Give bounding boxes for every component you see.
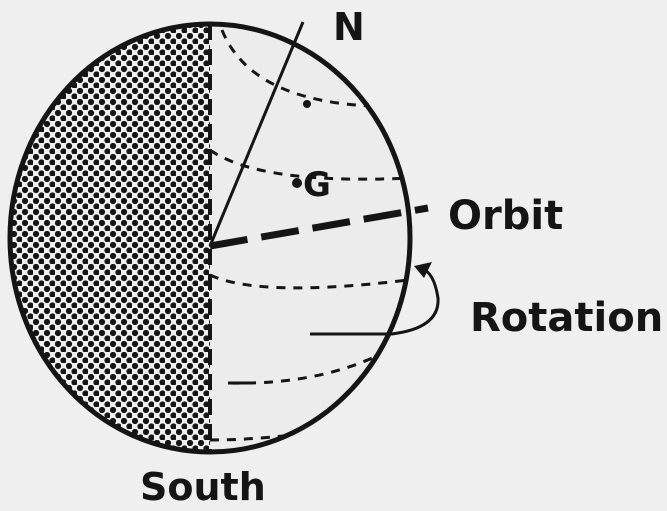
- marker-dot-g: [292, 178, 302, 188]
- rotation-arrow: [310, 266, 440, 336]
- latitude-circle-1: [220, 29, 371, 108]
- latitude-circle-3: [209, 273, 409, 290]
- rotation-label: Rotation: [470, 295, 664, 341]
- earth-axis-line: [208, 21, 305, 247]
- north-label: N: [333, 5, 365, 49]
- rotation-arrowhead-icon: [414, 262, 432, 278]
- globe-outline: [7, 21, 413, 455]
- marker-dot-upper: [303, 100, 311, 108]
- south-label: South: [140, 465, 266, 509]
- orbit-label: Orbit: [448, 193, 564, 239]
- night-side-shading: [10, 24, 210, 452]
- orbit-line: [209, 204, 429, 250]
- point-g-label: G: [303, 165, 331, 205]
